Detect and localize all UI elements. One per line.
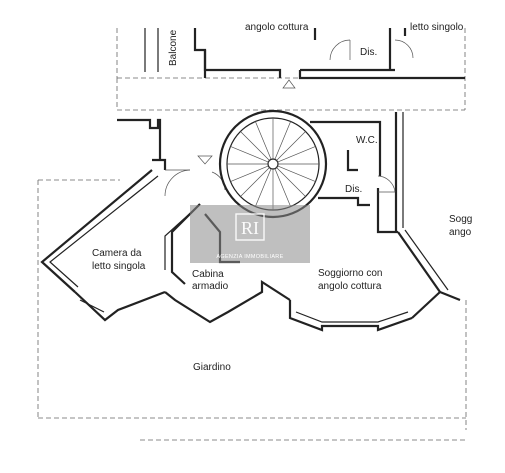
label-balcone: Balcone [168,29,179,66]
watermark: RI AGENZIA IMMOBILIARE [190,205,310,263]
label-camera-line2: letto singola [92,261,146,272]
label-giardino: Giardino [193,362,231,373]
stair-tread [255,168,272,207]
stair-tread [274,168,291,207]
label-letto-singolo-top: letto singolo [410,22,464,33]
label-soggiorno-line2: angolo cottura [318,281,382,292]
label-dis-top: Dis. [360,47,377,58]
watermark-logo: RI [235,213,265,241]
stair-tread [277,146,316,163]
label-wc: W.C. [356,135,378,146]
label-sogg-right: Sogg [449,214,472,225]
label-ango-right: ango [449,227,472,238]
label-cabina-line2: armadio [192,281,229,292]
stair-tread [240,131,270,161]
stair-tread [276,167,306,197]
stair-tread [240,167,270,197]
label-cabina-line1: Cabina [192,269,224,280]
stair-tread [255,121,272,160]
watermark-text: AGENZIA IMMOBILIARE [216,254,283,260]
watermark-logo-letters: RI [241,218,259,238]
label-dis-mid: Dis. [345,184,362,195]
label-soggiorno-line1: Soggiorno con [318,268,383,279]
stair-tread [276,131,306,161]
label-angolo-cottura-top: angolo cottura [245,22,309,33]
room-labels: angolo cottura letto singolo Balcone Dis… [92,22,472,373]
stair-tread [230,146,269,163]
stair-tread [274,121,291,160]
stair-tread [230,165,269,182]
stair-tread [277,165,316,182]
label-camera-line1: Camera da [92,248,142,259]
lower-walls [37,112,467,441]
upper-walls [116,28,466,111]
spiral-staircase [218,109,328,219]
